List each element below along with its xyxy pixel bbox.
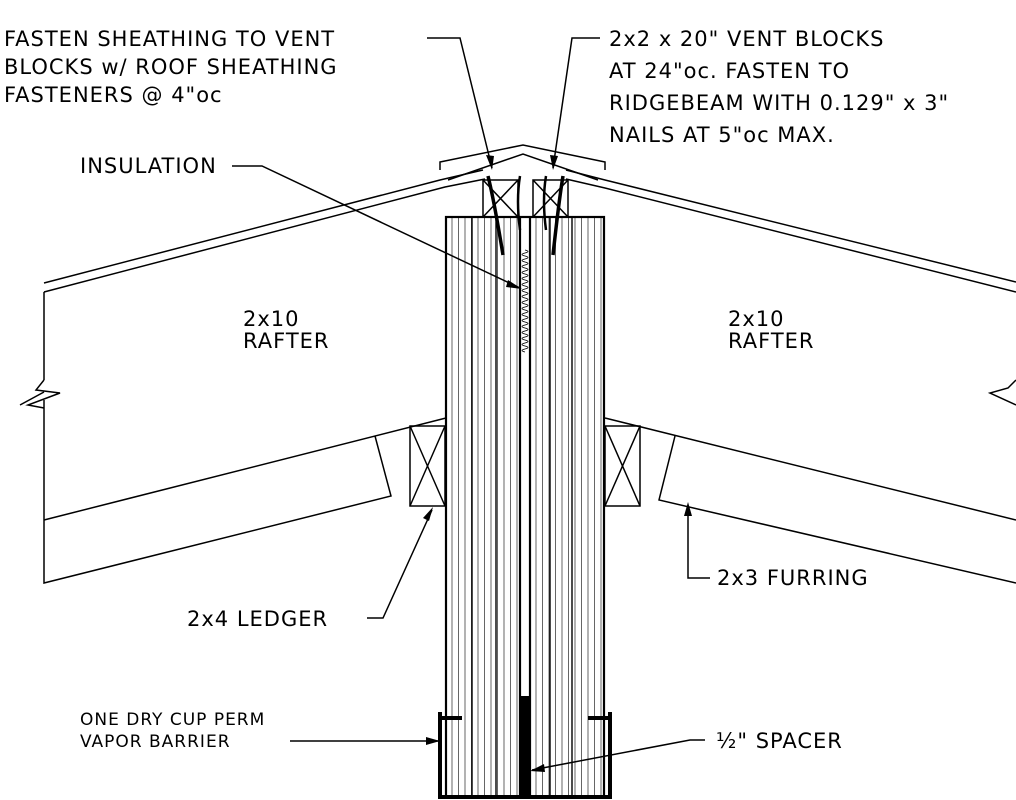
left-rafter <box>19 292 447 521</box>
ledger-label: 2x4 LEDGER <box>187 607 328 631</box>
left-rafter-label: 2x10 RAFTER <box>243 307 330 353</box>
insulation-label: INSULATION <box>80 154 217 178</box>
left-ledger <box>409 425 446 507</box>
right-rafter-name: RAFTER <box>728 329 815 353</box>
vent-note-line-3: RIDGEBEAM WITH 0.129" x 3" <box>609 91 949 115</box>
right-ledger <box>604 425 641 507</box>
spacer <box>519 696 531 796</box>
fasten-note-line-2: BLOCKS w/ ROOF SHEATHING <box>4 55 338 79</box>
vent-note-line-2: AT 24"oc. FASTEN TO <box>609 59 850 83</box>
left-rafter-size: 2x10 <box>243 307 300 331</box>
fastener-nails <box>486 175 565 256</box>
vent-note-line-4: NAILS AT 5"oc MAX. <box>609 123 835 147</box>
vent-blocks-note: 2x2 x 20" VENT BLOCKS AT 24"oc. FASTEN T… <box>609 27 949 147</box>
vapor-barrier-line-1: ONE DRY CUP PERM <box>80 710 265 730</box>
right-rafter <box>604 379 1016 521</box>
fasten-note-line-3: FASTENERS @ 4"oc <box>4 83 223 107</box>
left-furring <box>43 435 392 584</box>
left-rafter-name: RAFTER <box>243 329 330 353</box>
right-furring <box>658 435 1016 584</box>
leader-lines <box>232 37 710 772</box>
vent-block-left <box>482 179 519 218</box>
right-rafter-label: 2x10 RAFTER <box>728 307 815 353</box>
vapor-barrier-line-2: VAPOR BARRIER <box>80 732 231 752</box>
insulation <box>521 249 529 353</box>
ridge-beam <box>444 215 606 799</box>
roof-sheathing <box>43 144 1016 293</box>
furring-label: 2x3 FURRING <box>717 566 869 590</box>
vapor-barrier-label: ONE DRY CUP PERM VAPOR BARRIER <box>80 710 265 752</box>
fasten-sheathing-note: FASTEN SHEATHING TO VENT BLOCKS w/ ROOF … <box>4 27 338 107</box>
spacer-label: ½" SPACER <box>716 729 843 753</box>
vent-note-line-1: 2x2 x 20" VENT BLOCKS <box>609 27 884 51</box>
fasten-note-line-1: FASTEN SHEATHING TO VENT <box>4 27 335 51</box>
right-rafter-size: 2x10 <box>728 307 785 331</box>
